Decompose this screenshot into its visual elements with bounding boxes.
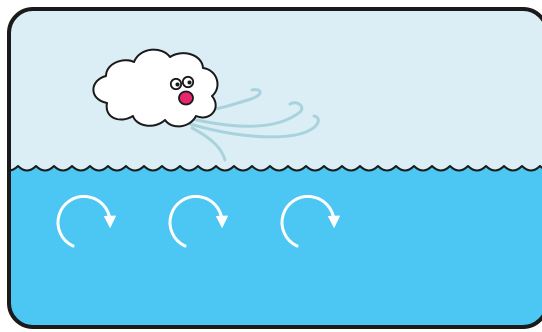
cloud-mouth [179,92,193,105]
water-body [0,166,542,332]
